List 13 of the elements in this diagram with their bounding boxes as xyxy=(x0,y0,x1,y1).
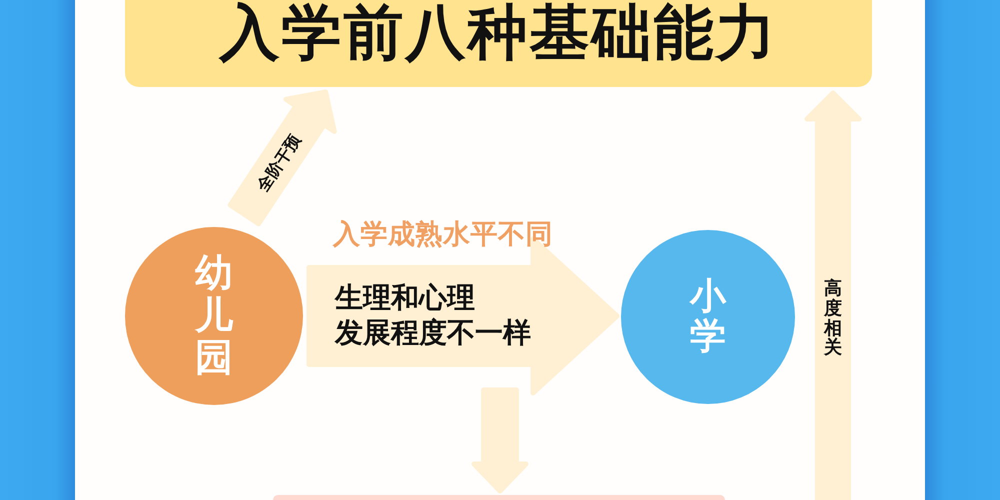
edge-label: 生理和心理发展程度不一样 xyxy=(335,280,531,350)
arrow xyxy=(306,236,620,396)
arrow xyxy=(228,90,337,226)
circle-label: 幼儿园 xyxy=(195,253,233,379)
edge-label: 全阶干预 xyxy=(254,131,304,194)
title-banner xyxy=(125,0,872,87)
arrow xyxy=(472,388,528,494)
title-text: 入学前八种基础能力 xyxy=(220,0,778,68)
edge-label: 高度相关 xyxy=(824,279,842,358)
circle-label: 小学 xyxy=(690,277,726,357)
bottom-panel xyxy=(273,495,725,500)
arrow-caption: 入学成熟水平不同 xyxy=(333,219,553,252)
arrow xyxy=(804,90,862,500)
